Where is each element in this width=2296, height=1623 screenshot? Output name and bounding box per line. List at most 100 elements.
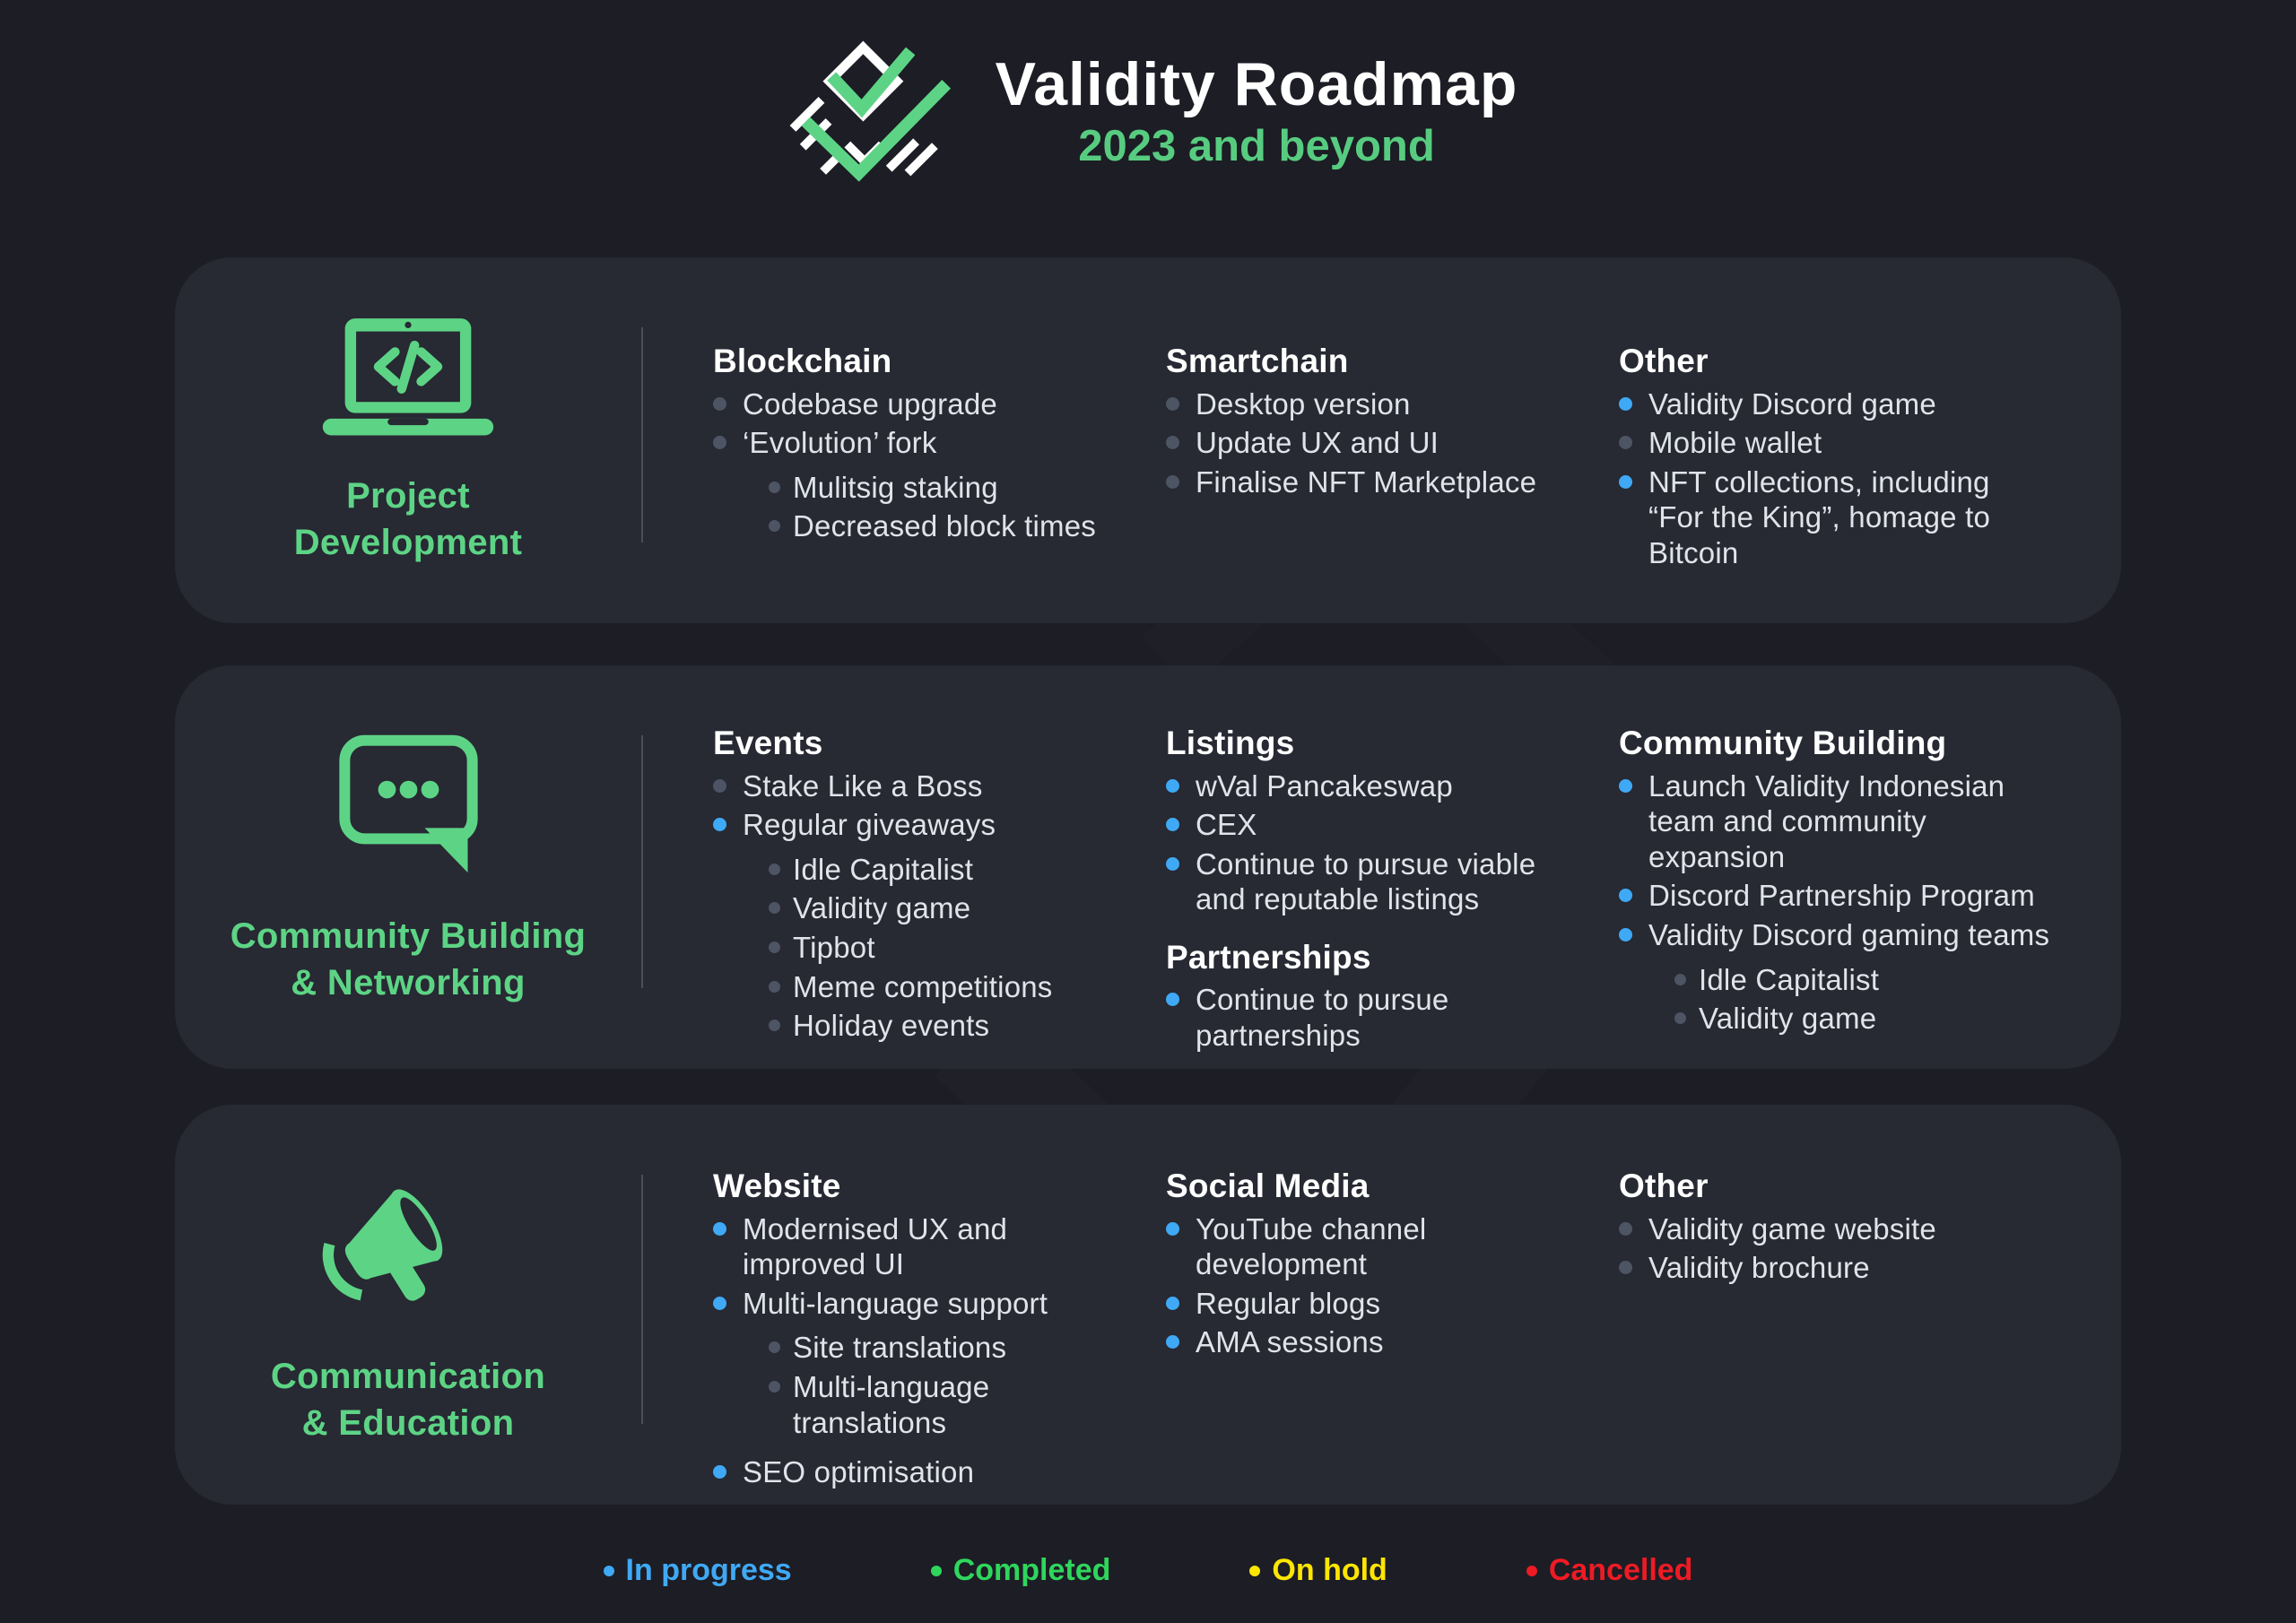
status-bullet-in-progress [1166, 778, 1179, 793]
validity-logo-icon [789, 40, 951, 182]
roadmap-item: Multi-language support [713, 1286, 1094, 1322]
roadmap-item-text: Validity game [793, 891, 971, 925]
status-bullet-none [713, 436, 726, 450]
roadmap-item-text: Validity Discord game [1648, 386, 1936, 421]
roadmap-item: Tipbot [769, 930, 1094, 966]
chat-bubble-icon [338, 734, 478, 873]
status-bullet-none [769, 980, 780, 993]
roadmap-item-text: Codebase upgrade [743, 386, 997, 421]
roadmap-item: Validity game [1674, 1001, 2121, 1037]
status-bullet-none [1619, 436, 1632, 450]
column-heading: Other [1619, 343, 1709, 379]
legend-bullet-in-progress [603, 1565, 614, 1576]
roadmap-item: Discord Partnership Program [1619, 878, 2121, 914]
legend-bullet-completed [930, 1565, 942, 1576]
section-divider [641, 1175, 643, 1424]
megaphone-icon [322, 1188, 443, 1301]
roadmap-item-text: ‘Evolution’ fork [743, 426, 937, 460]
status-bullet-none [1674, 973, 1686, 985]
roadmap-item: Holiday events [769, 1008, 1094, 1044]
roadmap-item: Site translations [769, 1330, 1094, 1366]
roadmap-item: Meme competitions [769, 969, 1094, 1005]
roadmap-item: CEX [1166, 807, 1547, 843]
column-heading: Smartchain [1166, 343, 1349, 379]
roadmap-item: Regular blogs [1166, 1286, 1547, 1322]
column-heading: Other [1619, 1167, 1709, 1204]
roadmap-item: Decreased block times [769, 508, 1096, 544]
roadmap-item-text: Validity Discord gaming teams [1648, 917, 2050, 951]
status-bullet-in-progress [1166, 1335, 1179, 1350]
roadmap-item-text: Modernised UX and improved UI [743, 1211, 1008, 1281]
roadmap-item-text: Mobile wallet [1648, 426, 1822, 460]
status-bullet-none [713, 778, 726, 793]
legend-item-cancelled: Cancelled [1526, 1553, 1693, 1588]
status-bullet-none [769, 1380, 780, 1393]
roadmap-item: Regular giveaways [713, 807, 1094, 843]
legend-label: Cancelled [1548, 1553, 1693, 1587]
roadmap-item: Codebase upgrade [713, 386, 1094, 422]
roadmap-item-text: Idle Capitalist [1699, 962, 1880, 996]
roadmap-item: Stake Like a Boss [713, 768, 1094, 804]
status-bullet-none [769, 863, 780, 875]
roadmap-item-text: Continue to pursue partnerships [1196, 983, 1449, 1053]
roadmap-item-text: Multi-language support [743, 1286, 1048, 1320]
roadmap-item: Launch Validity Indonesian team and comm… [1619, 768, 2121, 875]
column-heading: Community Building [1619, 725, 1947, 761]
legend-item-in-progress: In progress [603, 1553, 792, 1588]
roadmap-item: NFT collections, including “For the King… [1619, 464, 2121, 571]
roadmap-item: Finalise NFT Marketplace [1166, 464, 1547, 500]
status-bullet-none [769, 1020, 780, 1032]
roadmap-item-text: Regular blogs [1196, 1286, 1381, 1320]
status-bullet-none [769, 481, 780, 493]
roadmap-item-text: Continue to pursue viable and reputable … [1196, 846, 1536, 916]
status-bullet-none [1166, 396, 1179, 411]
legend-item-completed: Completed [930, 1553, 1111, 1588]
roadmap-item-text: CEX [1196, 808, 1257, 842]
roadmap-item-text: Regular giveaways [743, 808, 996, 842]
laptop-code-icon [322, 318, 494, 436]
legend-label: Completed [952, 1553, 1111, 1587]
legend-label: On hold [1272, 1553, 1387, 1587]
status-bullet-none [769, 902, 780, 915]
status-bullet-none [769, 941, 780, 953]
roadmap-item: Mobile wallet [1619, 425, 2121, 461]
roadmap-item: YouTube channel development [1166, 1211, 1547, 1282]
roadmap-item-text: wVal Pancakeswap [1196, 768, 1453, 803]
status-bullet-none [1166, 436, 1179, 450]
roadmap-item: Modernised UX and improved UI [713, 1211, 1094, 1282]
roadmap-item-text: Idle Capitalist [793, 852, 974, 886]
roadmap-item: Idle Capitalist [1674, 962, 2121, 998]
roadmap-item: Continue to pursue partnerships [1166, 982, 1547, 1053]
status-bullet-in-progress [1619, 778, 1632, 793]
section-label: Communication & Education [270, 1356, 546, 1443]
roadmap-item: Validity brochure [1619, 1250, 2121, 1286]
roadmap-item-text: YouTube channel development [1196, 1211, 1427, 1281]
status-bullet-in-progress [713, 1221, 726, 1236]
roadmap-item-text: NFT collections, including “For the King… [1648, 464, 1991, 569]
column-heading: Social Media [1166, 1167, 1370, 1204]
roadmap-item: Update UX and UI [1166, 425, 1547, 461]
roadmap-item: wVal Pancakeswap [1166, 768, 1547, 804]
roadmap-item-text: AMA sessions [1196, 1325, 1384, 1359]
section-label: Project Development [293, 476, 523, 562]
status-bullet-in-progress [1619, 396, 1632, 411]
page-subtitle: 2023 and beyond [1078, 122, 1435, 170]
status-bullet-in-progress [1166, 1296, 1179, 1310]
column-heading: Blockchain [713, 343, 892, 379]
